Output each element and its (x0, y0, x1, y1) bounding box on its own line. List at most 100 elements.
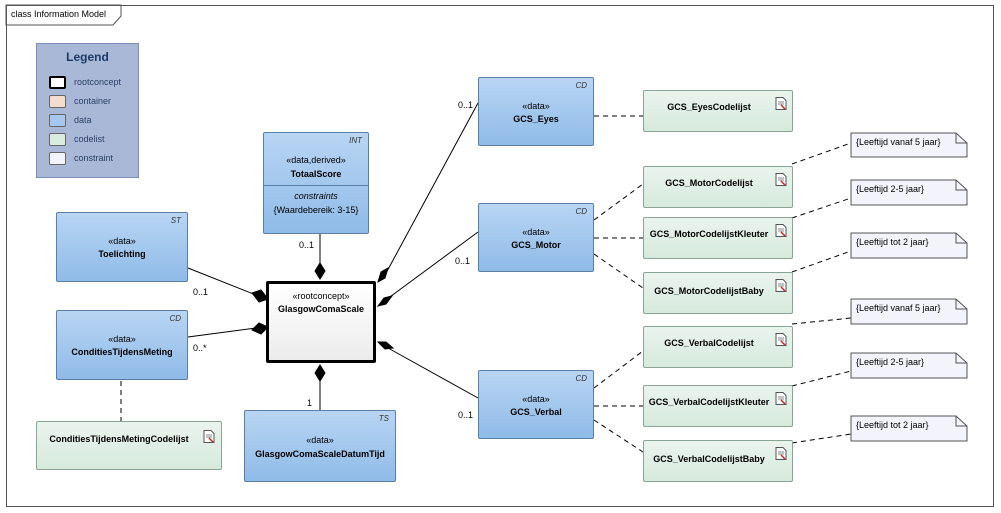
dash-motor (593, 183, 644, 221)
codelist-verbal-kleuter[interactable]: GCS_VerbalCodelijstKleuter (643, 385, 793, 427)
note-verbal-5[interactable]: {Leeftijd vanaf 5 jaar} (851, 299, 967, 324)
codelist-motor[interactable]: GCS_MotorCodelijst (643, 166, 793, 208)
class-datumtijd[interactable]: TS «data» GlasgowComaScaleDatumTijd (244, 410, 396, 482)
codelist-motor-baby[interactable]: GCS_MotorCodelijstBaby (643, 272, 793, 314)
legend-swatch (49, 152, 66, 165)
class-toelichting[interactable]: ST «data» Toelichting (56, 212, 188, 282)
note-shape-verbal-tot2 (850, 415, 968, 442)
class-gcs-eyes[interactable]: CD «data» GCS_Eyes (478, 77, 594, 146)
stereotype: «data» (306, 435, 334, 445)
codelist-name: GCS_VerbalCodelijst (664, 338, 754, 348)
class-name: Toelichting (98, 249, 146, 259)
multiplicity-toelichting: 0..1 (193, 287, 209, 297)
codelist-name: GCS_EyesCodelijst (667, 102, 751, 112)
document-icon (775, 97, 787, 110)
diagram-frame (6, 5, 994, 507)
diamond-datumtijd (314, 364, 326, 382)
dash-verbal-baby (593, 419, 644, 453)
stereotype: «data» (522, 394, 550, 404)
class-condities[interactable]: CD «data» ConditiesTijdensMeting (56, 310, 188, 380)
document-icon (775, 333, 787, 346)
link-verbal (387, 347, 479, 399)
codelist-name: ConditiesTijdensMetingCodelijst (49, 434, 189, 444)
type-tag: INT (349, 136, 362, 145)
link-eyes (384, 102, 479, 276)
legend-label: container (74, 96, 112, 106)
codelist-verbal-baby[interactable]: GCS_VerbalCodelijstBaby (643, 440, 793, 482)
type-tag: CD (575, 374, 587, 383)
note-text: {Leeftijd tot 2 jaar} (856, 237, 929, 247)
stereotype: «data» (108, 334, 136, 344)
diamond-verbal (376, 341, 395, 350)
note-shape-motor-tot2 (850, 232, 968, 259)
link-toelichting (187, 267, 257, 296)
constraints-label: constraints (294, 191, 338, 201)
note-shape-motor-5 (850, 132, 968, 158)
type-tag: CD (575, 207, 587, 216)
codelist-name: GCS_MotorCodelijstBaby (654, 286, 764, 296)
class-root-glasgowcomascale[interactable]: «rootconcept» GlasgowComaScale (266, 281, 376, 363)
class-name: GCS_Motor (511, 240, 561, 250)
legend-swatch (49, 95, 66, 108)
dash-verbal (593, 350, 644, 389)
constraint-text: {Waardebereik: 3-15} (273, 205, 359, 215)
codelist-name: GCS_MotorCodelijst (665, 178, 753, 188)
note-text: {Leeftijd 2-5 jaar} (856, 357, 925, 367)
note-text: {Leeftijd 2-5 jaar} (856, 184, 925, 194)
stereotype: «rootconcept» (292, 291, 350, 301)
multiplicity-totaalscore: 0..1 (299, 240, 315, 250)
stereotype: «data,derived» (286, 155, 346, 165)
diamond-eyes (377, 266, 389, 284)
codelist-name: GCS_VerbalCodelijstKleuter (648, 397, 770, 407)
note-motor-5[interactable]: {Leeftijd vanaf 5 jaar} (851, 133, 967, 157)
codelist-name: GCS_MotorCodelijstKleuter (649, 229, 769, 239)
legend-label: constraint (74, 153, 114, 163)
link-motor (382, 231, 479, 303)
document-icon (775, 447, 787, 460)
dash-note-verbal-2-5 (791, 370, 852, 387)
note-shape-verbal-2-5 (850, 352, 968, 379)
class-name: GCS_Eyes (513, 114, 559, 124)
note-motor-2-5[interactable]: {Leeftijd 2-5 jaar} (851, 180, 967, 205)
legend-label: data (74, 115, 92, 125)
note-text: {Leeftijd vanaf 5 jaar} (856, 303, 941, 313)
codelist-motor-kleuter[interactable]: GCS_MotorCodelijstKleuter (643, 217, 793, 259)
class-name: GlasgowComaScaleDatumTijd (255, 449, 385, 459)
multiplicity-datumtijd: 1 (307, 398, 313, 408)
class-name: GCS_Verbal (510, 407, 562, 417)
legend: Legend rootconcept container data codeli… (36, 43, 139, 178)
type-tag: CD (575, 81, 587, 90)
note-text: {Leeftijd vanaf 5 jaar} (856, 137, 941, 147)
legend-swatch (49, 76, 66, 89)
multiplicity-motor: 0..1 (455, 256, 471, 266)
compartment-separator (264, 185, 368, 186)
stereotype: «data» (522, 101, 550, 111)
legend-swatch (49, 114, 66, 127)
multiplicity-eyes: 0..1 (458, 100, 474, 110)
stereotype: «data» (108, 236, 136, 246)
codelist-name: GCS_VerbalCodelijstBaby (653, 454, 765, 464)
legend-label: rootconcept (74, 77, 122, 87)
link-condities (187, 327, 257, 338)
class-gcs-motor[interactable]: CD «data» GCS_Motor (478, 203, 594, 272)
codelist-eyes[interactable]: GCS_EyesCodelijst (643, 90, 793, 132)
class-name: GlasgowComaScale (277, 304, 365, 314)
type-tag: CD (169, 314, 181, 323)
note-text: {Leeftijd tot 2 jaar} (856, 420, 929, 430)
dash-note-verbal-tot2 (791, 433, 852, 444)
note-motor-tot2[interactable]: {Leeftijd tot 2 jaar} (851, 233, 967, 258)
class-totaalscore[interactable]: INT «data,derived» TotaalScore constrain… (263, 132, 369, 234)
document-icon (203, 430, 215, 443)
note-shape-motor-2-5 (850, 179, 968, 206)
legend-title: Legend (66, 50, 109, 64)
legend-label: codelist (74, 134, 105, 144)
note-verbal-tot2[interactable]: {Leeftijd tot 2 jaar} (851, 416, 967, 441)
codelist-condities[interactable]: ConditiesTijdensMetingCodelijst (36, 421, 222, 470)
document-icon (775, 224, 787, 237)
class-gcs-verbal[interactable]: CD «data» GCS_Verbal (478, 370, 594, 439)
codelist-verbal[interactable]: GCS_VerbalCodelijst (643, 326, 793, 368)
stereotype: «data» (522, 227, 550, 237)
note-verbal-2-5[interactable]: {Leeftijd 2-5 jaar} (851, 353, 967, 378)
frame-title: class Information Model (11, 9, 107, 19)
